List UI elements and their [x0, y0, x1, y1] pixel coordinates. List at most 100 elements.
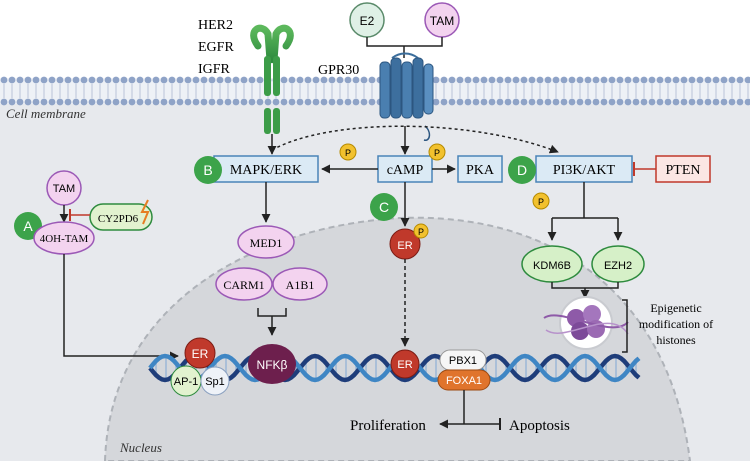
lipid-head — [328, 76, 336, 84]
lipid-head — [360, 98, 368, 106]
proliferation-label: Proliferation — [350, 418, 426, 434]
lipid-head — [208, 98, 216, 106]
tam-left-label: TAM — [53, 183, 75, 195]
lipid-head — [216, 98, 224, 106]
lipid-head — [456, 76, 464, 84]
lipid-head — [584, 98, 592, 106]
lipid-head — [432, 98, 440, 106]
lipid-head — [296, 76, 304, 84]
svg-text:C: C — [379, 199, 389, 215]
lipid-head — [320, 98, 328, 106]
lipid-head — [96, 76, 104, 84]
nfkb-label: NFKβ — [257, 358, 288, 372]
lipid-head — [688, 76, 696, 84]
histone-bracket — [622, 299, 628, 353]
lipid-head — [24, 98, 32, 106]
lipid-head — [664, 98, 672, 106]
lipid-head — [112, 98, 120, 106]
sp1-label: Sp1 — [205, 376, 225, 388]
receptor-label-igfr: IGFR — [198, 62, 231, 77]
lipid-head — [360, 76, 368, 84]
lipid-head — [8, 98, 16, 106]
epigenetic-line2: modification of — [639, 317, 713, 331]
epigenetic-line3: histones — [656, 333, 696, 347]
pka-box — [457, 155, 503, 183]
lipid-head — [192, 76, 200, 84]
lipid-head — [288, 98, 296, 106]
lipid-head — [160, 98, 168, 106]
lipid-head — [568, 76, 576, 84]
lipid-head — [696, 76, 704, 84]
lipid-head — [184, 98, 192, 106]
phospho-badge: P — [428, 143, 446, 161]
lipid-head — [32, 76, 40, 84]
nfkb-node — [248, 344, 296, 384]
lipid-head — [472, 76, 480, 84]
lipid-head — [224, 76, 232, 84]
lipid-head — [144, 76, 152, 84]
lipid-head — [536, 98, 544, 106]
lipid-head — [32, 98, 40, 106]
lipid-head — [352, 76, 360, 84]
lipid-head — [744, 76, 750, 84]
cyp-label: CY2PD6 — [98, 213, 139, 225]
lipid-head — [48, 76, 56, 84]
er-mid-label: ER — [397, 240, 412, 252]
lipid-head — [64, 98, 72, 106]
lipid-head — [40, 76, 48, 84]
er-node-left — [184, 337, 216, 369]
lipid-head — [440, 98, 448, 106]
lipid-head — [568, 98, 576, 106]
lipid-head — [192, 98, 200, 106]
lipid-head — [504, 76, 512, 84]
phospho-badge: P — [413, 223, 429, 239]
lipid-head — [56, 76, 64, 84]
lipid-head — [640, 76, 648, 84]
lipid-head — [312, 76, 320, 84]
lipid-head — [176, 76, 184, 84]
lipid-head — [512, 98, 520, 106]
lipid-head — [56, 98, 64, 106]
lipid-head — [264, 98, 272, 106]
camp-box — [377, 155, 433, 183]
carm1-label: CARM1 — [223, 278, 264, 292]
lipid-head — [88, 76, 96, 84]
lipid-head — [72, 76, 80, 84]
lipid-head — [608, 76, 616, 84]
lightning-icon — [140, 199, 150, 225]
lipid-head — [528, 98, 536, 106]
lipid-head — [496, 76, 504, 84]
nucleus-label: Nucleus — [119, 440, 162, 455]
lipid-head — [136, 76, 144, 84]
pten-box — [655, 155, 711, 183]
pi3k-label: PI3K/AKT — [553, 163, 616, 178]
lipid-head — [624, 76, 632, 84]
lipid-head — [88, 98, 96, 106]
svg-text:P: P — [418, 227, 424, 237]
lipid-head — [544, 76, 552, 84]
lipid-head — [504, 98, 512, 106]
lipid-head — [480, 76, 488, 84]
carm1-node — [215, 267, 273, 301]
lipid-head — [152, 76, 160, 84]
er-dna-label: ER — [397, 359, 412, 371]
med1-label: MED1 — [250, 236, 283, 250]
lipid-head — [272, 98, 280, 106]
lipid-head — [576, 76, 584, 84]
sp1-node — [200, 366, 230, 396]
lipid-head — [224, 98, 232, 106]
lipid-head — [120, 76, 128, 84]
lipid-head — [336, 76, 344, 84]
lipid-head — [344, 76, 352, 84]
lipid-head — [736, 76, 744, 84]
lipid-head — [24, 76, 32, 84]
lipid-head — [656, 98, 664, 106]
svg-text:D: D — [517, 162, 527, 178]
lipid-head — [696, 98, 704, 106]
receptor-label-egfr: EGFR — [198, 40, 234, 55]
lipid-head — [304, 76, 312, 84]
ezh2-label: EZH2 — [604, 260, 632, 272]
lipid-head — [352, 98, 360, 106]
